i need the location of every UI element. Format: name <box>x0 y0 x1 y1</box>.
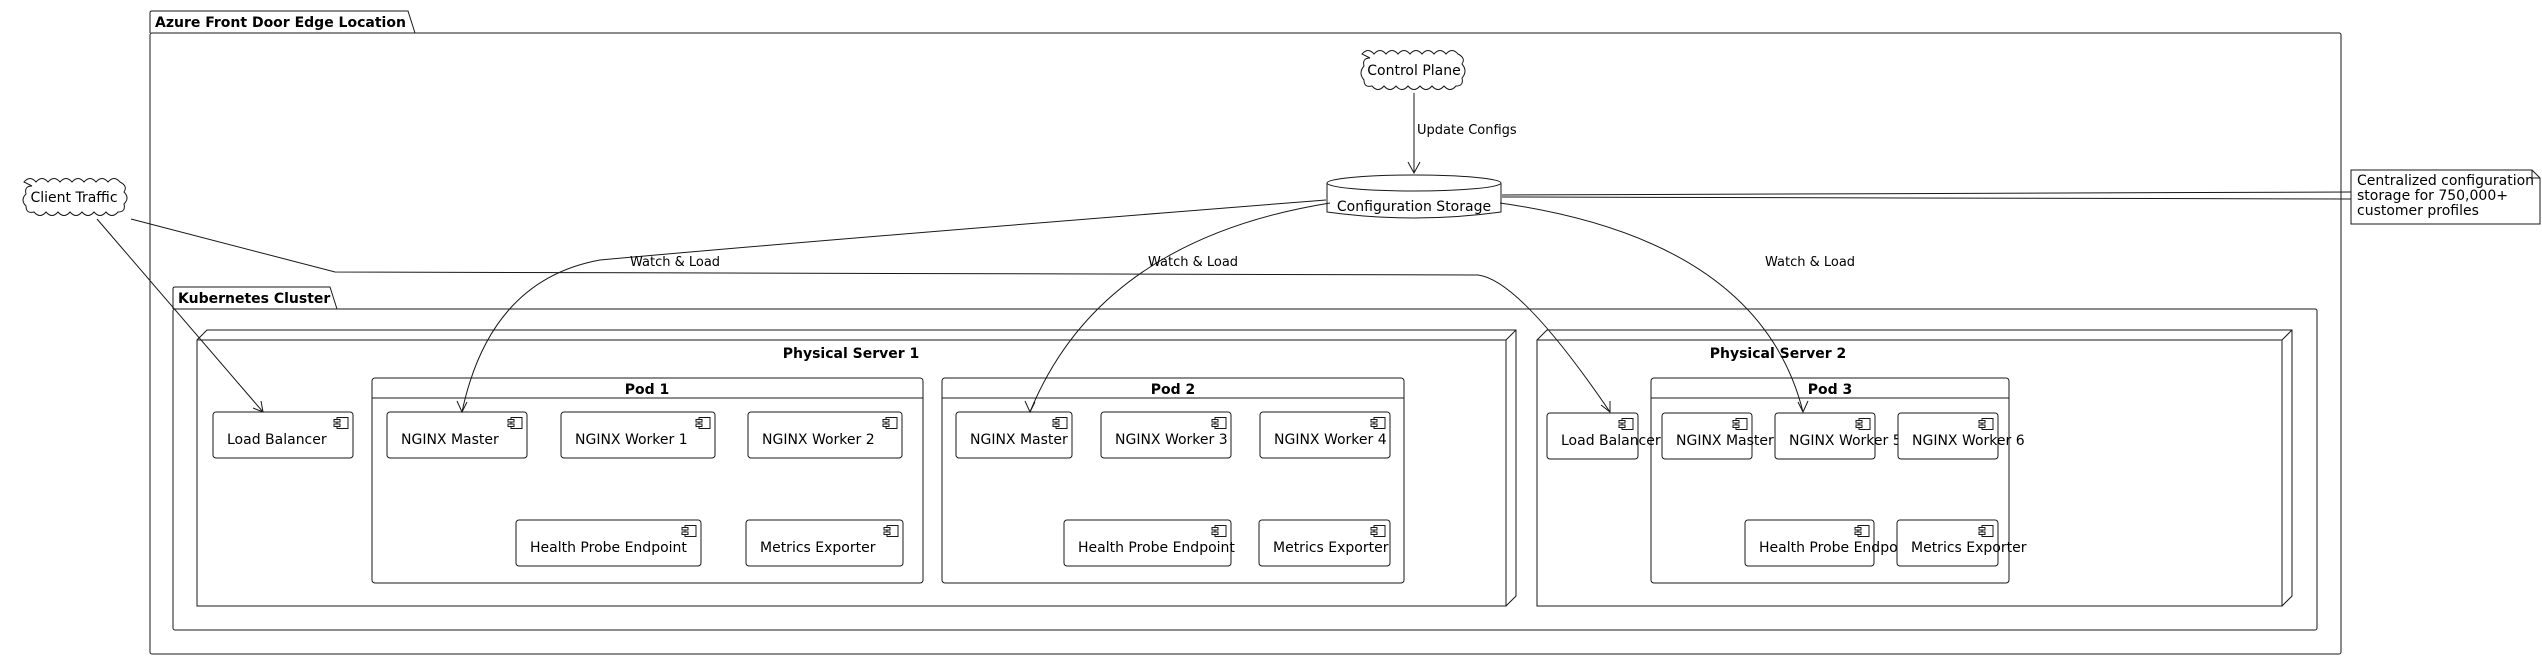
note-line-2: storage for 750,000+ <box>2357 188 2508 204</box>
component-label: NGINX Worker 4 <box>1274 432 1387 448</box>
arrowhead <box>252 400 264 413</box>
component-box <box>747 411 903 459</box>
component-label: NGINX Master <box>1676 433 1774 449</box>
component-label: Health Probe Endpoint <box>1759 540 1916 556</box>
arrowhead <box>456 400 468 414</box>
pod-2-nginx-master[interactable]: NGINX Master <box>955 411 1073 459</box>
component-label: NGINX Worker 3 <box>1115 432 1228 448</box>
pod-3-metrics-exporter[interactable]: Metrics Exporter <box>1896 519 2027 567</box>
edge-client-lb1 <box>96 218 264 413</box>
component-box <box>1258 519 1391 567</box>
nginx-worker-1[interactable]: NGINX Worker 1 <box>560 411 716 459</box>
load-balancer-2[interactable]: Load Balancer <box>1546 412 1661 460</box>
load-balancer-1[interactable]: Load Balancer <box>212 411 354 459</box>
arrowhead <box>1600 401 1611 414</box>
cluster-title: Kubernetes Cluster <box>178 291 330 307</box>
component-box <box>1896 519 1999 567</box>
component-box <box>212 411 354 459</box>
component-box <box>1774 412 1876 460</box>
component-box <box>955 411 1073 459</box>
configuration-storage-label: Configuration Storage <box>1337 199 1491 215</box>
pod-1-metrics-exporter[interactable]: Metrics Exporter <box>745 519 904 567</box>
component-label: Health Probe Endpoint <box>1078 540 1235 556</box>
edge-label-update-configs: Update Configs <box>1417 123 1517 138</box>
note-line-3: customer profiles <box>2357 203 2479 219</box>
pod-3-nginx-master[interactable]: NGINX Master <box>1661 412 1774 460</box>
edge-watch-load-2 <box>1029 202 1331 413</box>
client-traffic-label: Client Traffic <box>30 190 117 206</box>
component-label: NGINX Master <box>970 432 1068 448</box>
nginx-worker-2[interactable]: NGINX Worker 2 <box>747 411 903 459</box>
edge-location-package: Azure Front Door Edge Location <box>149 10 2342 655</box>
component-label: Load Balancer <box>227 432 327 448</box>
pod-1-nginx-master[interactable]: NGINX Master <box>386 411 528 459</box>
edge-location-title: Azure Front Door Edge Location <box>155 15 406 31</box>
cluster-package: Kubernetes Cluster <box>172 286 2318 631</box>
edge-label-watch-load-1: Watch & Load <box>630 255 720 270</box>
pod-3-title: Pod 3 <box>1808 382 1853 398</box>
arrowhead <box>1407 161 1421 175</box>
component-label: Metrics Exporter <box>1273 540 1389 556</box>
config-note: Centralized configuration storage for 75… <box>2350 169 2541 225</box>
server-1-title: Physical Server 1 <box>783 346 920 362</box>
physical-server-1[interactable]: Physical Server 1 <box>196 329 1517 607</box>
nginx-worker-5[interactable]: NGINX Worker 5 <box>1774 412 1902 460</box>
edge-watch-load-3 <box>1499 202 1804 413</box>
component-box <box>1063 519 1232 567</box>
client-traffic-cloud[interactable]: Client Traffic <box>22 178 128 216</box>
nginx-worker-3[interactable]: NGINX Worker 3 <box>1100 411 1232 459</box>
edge-watch-load-1 <box>461 199 1327 413</box>
component-box <box>1897 412 1999 460</box>
component-box <box>745 519 904 567</box>
component-label: NGINX Worker 6 <box>1912 433 2025 449</box>
edge-client-lb2 <box>130 218 1611 413</box>
nginx-worker-6[interactable]: NGINX Worker 6 <box>1897 412 2025 460</box>
component-label: NGINX Worker 2 <box>762 432 875 448</box>
component-label: Metrics Exporter <box>1911 540 2027 556</box>
component-box <box>515 519 702 567</box>
edge-note-link <box>1501 191 2352 196</box>
component-box <box>1661 412 1753 460</box>
component-box <box>560 411 716 459</box>
edges: Update Configs Watch & Load Watch & Load… <box>96 93 2352 414</box>
arrowhead <box>1797 400 1809 414</box>
component-box <box>1744 519 1875 567</box>
component-label: Load Balancer <box>1561 433 1661 449</box>
nginx-worker-4[interactable]: NGINX Worker 4 <box>1259 411 1391 459</box>
control-plane-label: Control Plane <box>1367 63 1460 79</box>
pod-2-metrics-exporter[interactable]: Metrics Exporter <box>1258 519 1391 567</box>
configuration-storage-db[interactable]: Configuration Storage <box>1326 174 1502 219</box>
component-box <box>1100 411 1232 459</box>
arrowhead <box>1024 400 1036 414</box>
pod-1-health-probe[interactable]: Health Probe Endpoint <box>515 519 702 567</box>
edge-label-watch-load-2: Watch & Load <box>1148 255 1238 270</box>
server-2-title: Physical Server 2 <box>1710 346 1847 362</box>
component-label: NGINX Worker 1 <box>575 432 688 448</box>
note-line-1: Centralized configuration <box>2357 173 2534 189</box>
pod-1-title: Pod 1 <box>625 382 670 398</box>
component-box <box>386 411 528 459</box>
pod-2-health-probe[interactable]: Health Probe Endpoint <box>1063 519 1235 567</box>
component-box <box>1546 412 1639 460</box>
component-label: NGINX Master <box>401 432 499 448</box>
component-label: Metrics Exporter <box>760 540 876 556</box>
physical-server-2[interactable]: Physical Server 2 <box>1536 329 2293 607</box>
component-label: NGINX Worker 5 <box>1789 433 1902 449</box>
pod-2-title: Pod 2 <box>1151 382 1196 398</box>
edge-label-watch-load-3: Watch & Load <box>1765 255 1855 270</box>
pod-3-health-probe[interactable]: Health Probe Endpoint <box>1744 519 1916 567</box>
component-box <box>1259 411 1391 459</box>
component-label: Health Probe Endpoint <box>530 540 687 556</box>
control-plane-cloud[interactable]: Control Plane <box>1360 50 1466 90</box>
